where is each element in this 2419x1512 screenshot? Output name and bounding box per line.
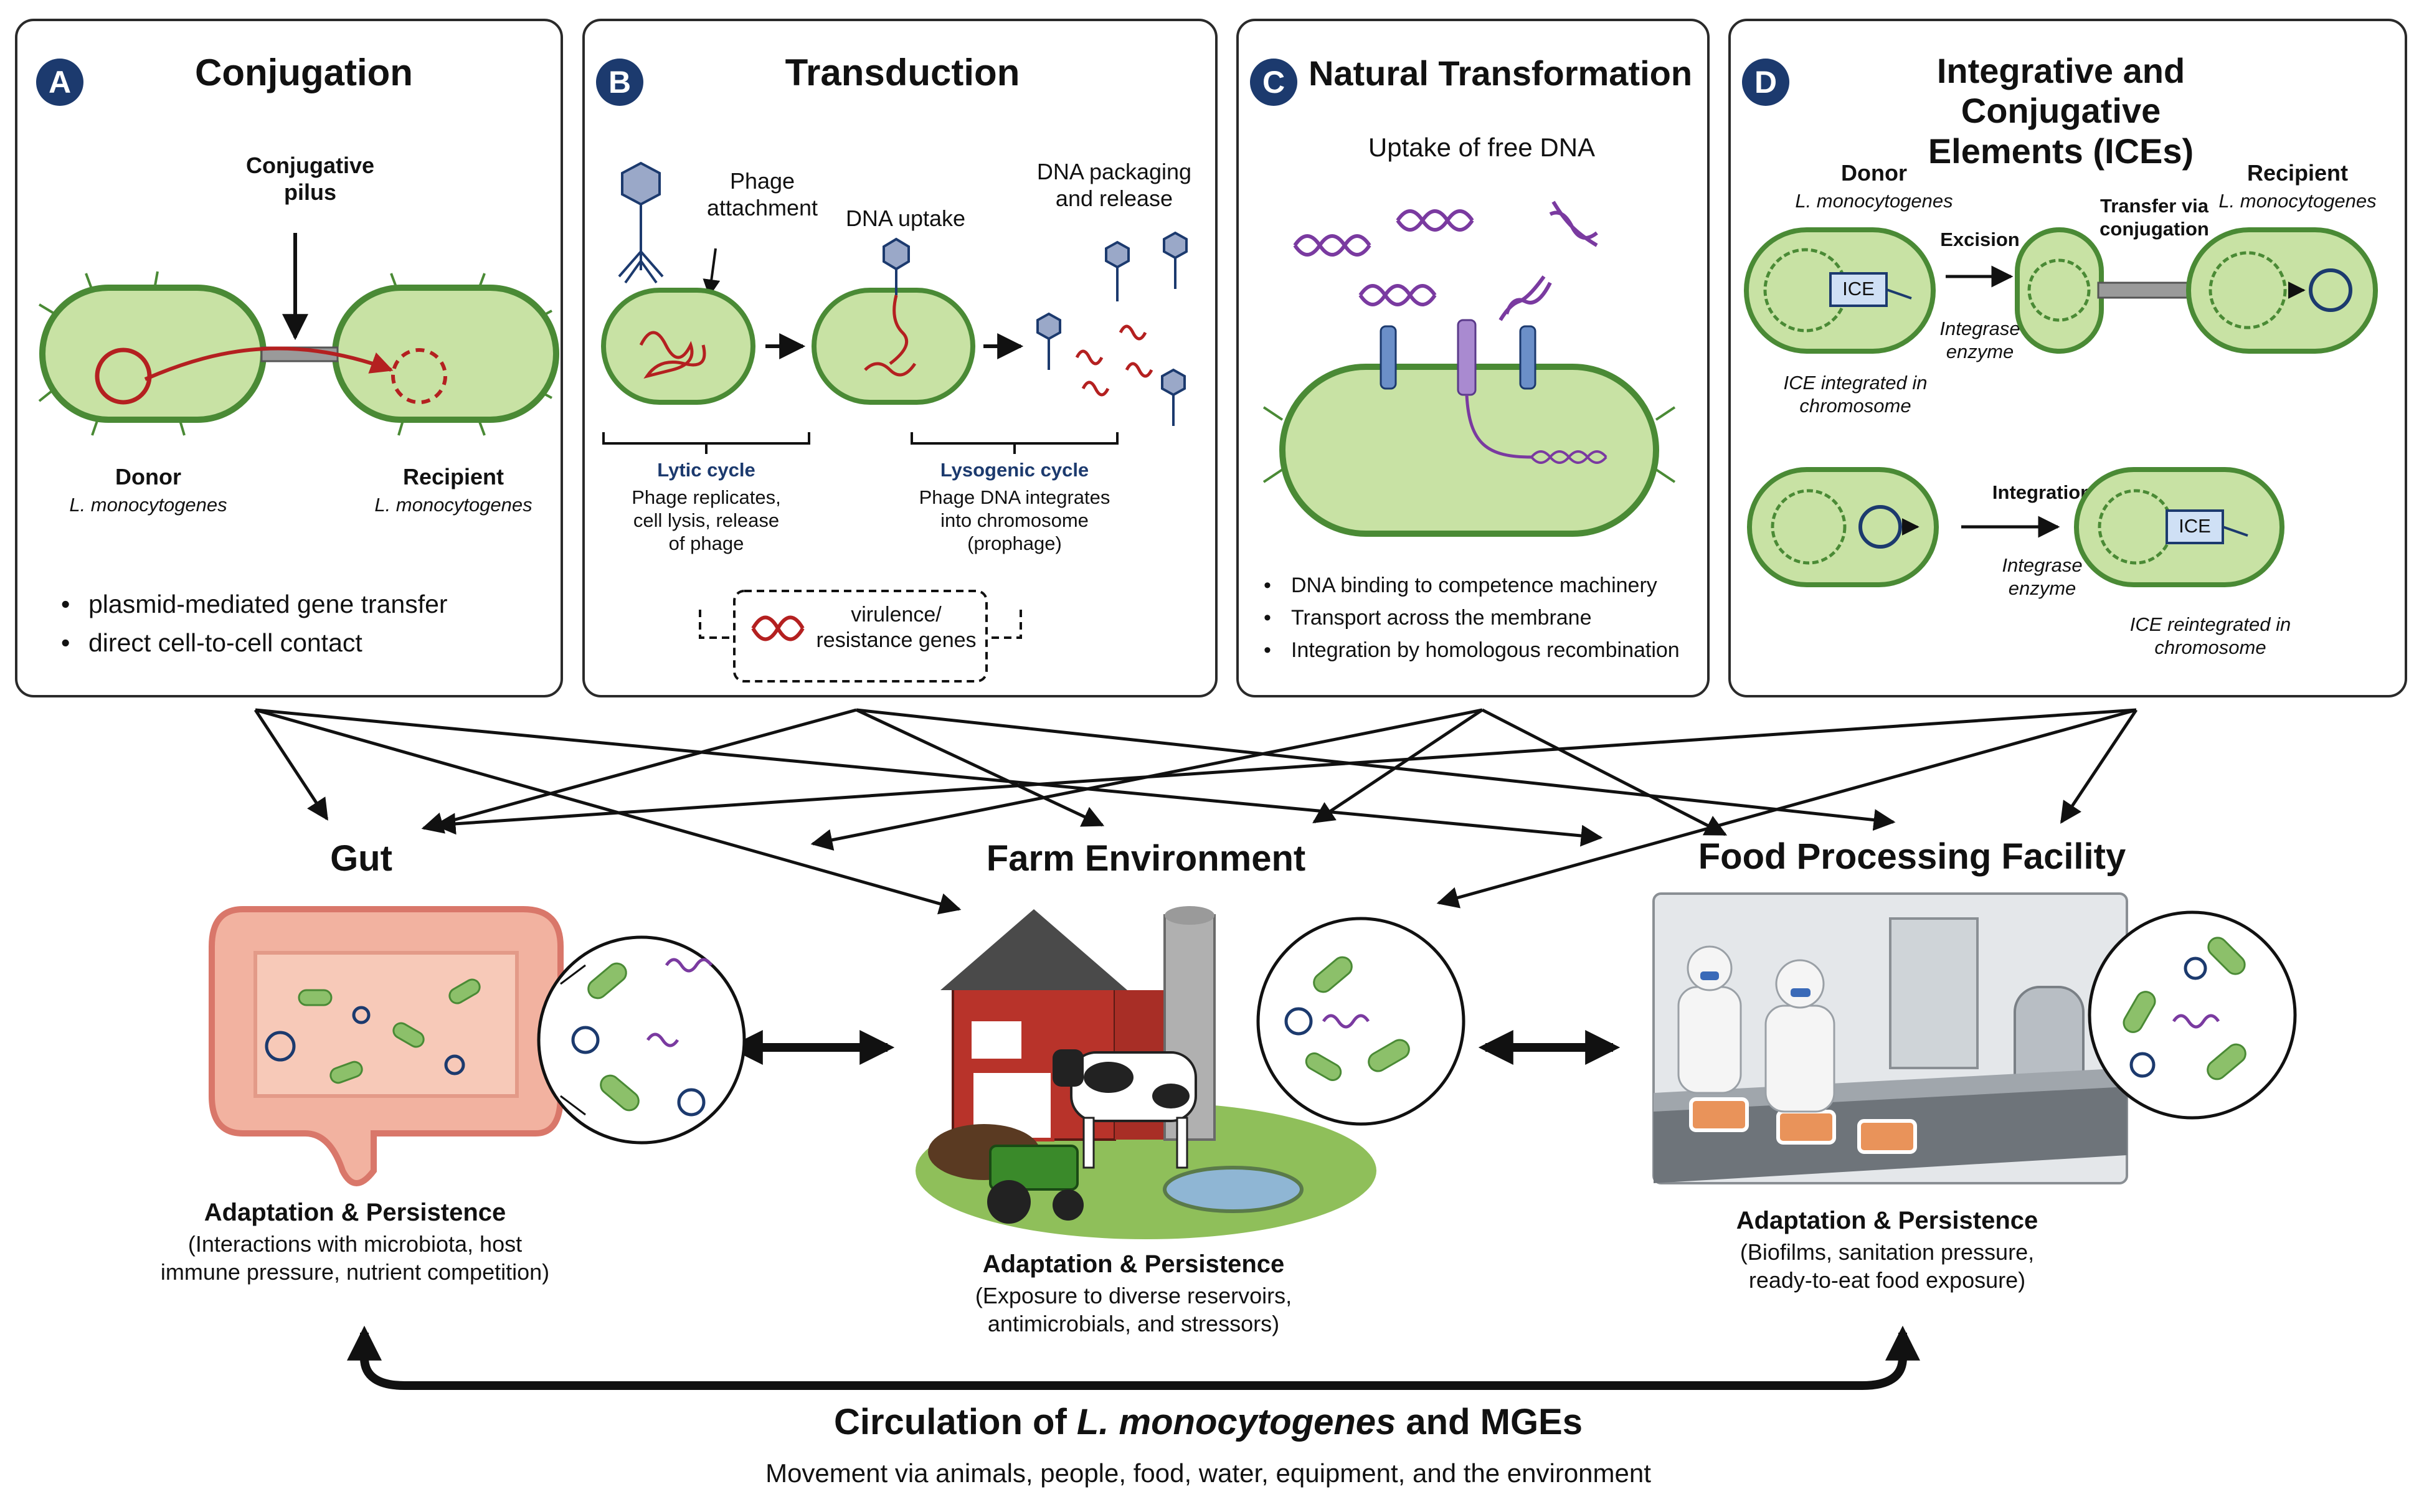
dna-helix-icon	[751, 615, 805, 641]
farm-title: Farm Environment	[986, 838, 1306, 879]
farm-heading: Adaptation & Persistence	[982, 1250, 1285, 1278]
transfer-via-label: Transfer via conjugation	[2099, 195, 2209, 240]
lytic-cycle-title: Lytic cycle	[657, 459, 755, 481]
genes-box	[733, 590, 988, 683]
integrase-label-2: Integrase enzyme	[2002, 554, 2083, 600]
bullet-item: Transport across the membrane	[1264, 602, 1680, 634]
panel-title-ices: Integrative and Conjugative Elements (IC…	[1928, 51, 2194, 171]
panel-badge-b: B	[596, 59, 643, 106]
transformation-bullets: DNA binding to competence machinery Tran…	[1264, 569, 1680, 666]
footer-title-species: L. monocytogenes	[1076, 1402, 1396, 1442]
competence-machinery	[1380, 319, 1536, 396]
tractor	[987, 1145, 1084, 1224]
gut-title: Gut	[330, 838, 392, 879]
cow	[1053, 1049, 1197, 1169]
recipient-species: L. monocytogenes	[374, 494, 533, 516]
food-title: Food Processing Facility	[1698, 836, 2126, 877]
lysogenic-cycle-desc: Phage DNA integrates into chromosome (pr…	[919, 486, 1110, 555]
bullet-item: plasmid-mediated gene transfer	[61, 585, 448, 623]
footer-title-pre: Circulation of	[833, 1402, 1077, 1442]
bullet-item: Integration by homologous recombination	[1264, 634, 1680, 666]
excision-label: Excision	[1940, 229, 2020, 250]
transduction-illustration	[601, 161, 1188, 683]
bullet-item: DNA binding to competence machinery	[1264, 569, 1680, 602]
ice-recipient-label: Recipient	[2246, 160, 2349, 186]
farm-desc: (Exposure to diverse reservoirs, antimic…	[975, 1283, 1292, 1336]
ice-tag: ICE	[2179, 515, 2211, 537]
dna-packaging-label: DNA packaging and release	[1036, 159, 1192, 212]
circulation-loop	[347, 1325, 1920, 1390]
gut-desc: (Interactions with microbiota, host immu…	[160, 1231, 550, 1285]
phage-icon	[618, 161, 664, 284]
dna-uptake-label: DNA uptake	[845, 206, 966, 231]
panel-natural-transformation: C Natural Transformation Uptake of free …	[1236, 19, 1710, 697]
conjugation-bullets: plasmid-mediated gene transfer direct ce…	[61, 585, 448, 662]
food-desc: (Biofilms, sanitation pressure, ready-to…	[1740, 1239, 2035, 1293]
footer-title: Circulation of L. monocytogenes and MGEs	[561, 1401, 1856, 1443]
host-cell	[601, 288, 755, 405]
uptake-label: Uptake of free DNA	[1368, 133, 1596, 162]
ice-donor-species: L. monocytogenes	[1795, 190, 1953, 212]
ice-chromosome-label: ICE integrated in chromosome	[1783, 372, 1928, 417]
bullet-item: direct cell-to-cell contact	[61, 623, 448, 662]
ice-reintegrated-label: ICE reintegrated in chromosome	[2129, 613, 2291, 659]
worker	[1677, 945, 1835, 1113]
gut-heading: Adaptation & Persistence	[204, 1199, 506, 1226]
panel-title-conjugation: Conjugation	[195, 52, 413, 93]
infected-cell	[812, 288, 975, 405]
pond	[1163, 1166, 1304, 1213]
panel-badge-d: D	[1742, 59, 1789, 106]
integrase-label-1: Integrase enzyme	[1939, 318, 2020, 363]
panel-badge-a: A	[36, 59, 83, 106]
donor-species: L. monocytogenes	[69, 494, 227, 516]
food-zoom-circle	[2088, 910, 2297, 1120]
integration-label: Integration	[1992, 481, 2093, 503]
food-heading: Adaptation & Persistence	[1736, 1207, 2038, 1234]
transformation-illustration	[1262, 201, 1676, 537]
lysogenic-cycle-title: Lysogenic cycle	[940, 459, 1089, 481]
ice-tag: ICE	[1842, 278, 1875, 300]
conjugation-illustration	[38, 233, 559, 436]
farm-zoom-circle	[1256, 917, 1465, 1126]
panel-title-natural-transformation: Natural Transformation	[1308, 54, 1693, 93]
phage-attachment-label: Phage attachment	[706, 168, 818, 221]
panel-conjugation: A Conjugation Conjugative pilus Donor L.…	[15, 19, 563, 697]
recipient-label: Recipient	[402, 464, 504, 489]
panel-transduction: B Transduction Phage attachment DNA upta…	[582, 19, 1218, 697]
panel-ices: D Integrative and Conjugative Elements (…	[1728, 19, 2407, 697]
footer-title-post: and MGEs	[1396, 1402, 1583, 1442]
food-facility-illustration	[1652, 892, 2128, 1184]
gut-zoom-circle	[537, 935, 746, 1145]
farm-illustration	[916, 906, 1376, 1239]
recipient-plasmid	[391, 348, 447, 404]
lytic-cycle-desc: Phage replicates, cell lysis, release of…	[632, 486, 781, 555]
donor-label: Donor	[115, 464, 181, 489]
footer-subtitle: Movement via animals, people, food, wate…	[765, 1458, 1651, 1488]
ice-recipient-species: L. monocytogenes	[2218, 190, 2377, 212]
panel-title-transduction: Transduction	[785, 52, 1020, 93]
gut-illustration	[209, 906, 746, 1186]
ice-donor-label: Donor	[1841, 160, 1907, 186]
genes-label: virulence/ resistance genes	[816, 603, 977, 652]
pilus-label: Conjugative pilus	[245, 153, 374, 206]
ice-illustration	[1744, 227, 2378, 587]
panel-badge-c: C	[1250, 59, 1297, 106]
